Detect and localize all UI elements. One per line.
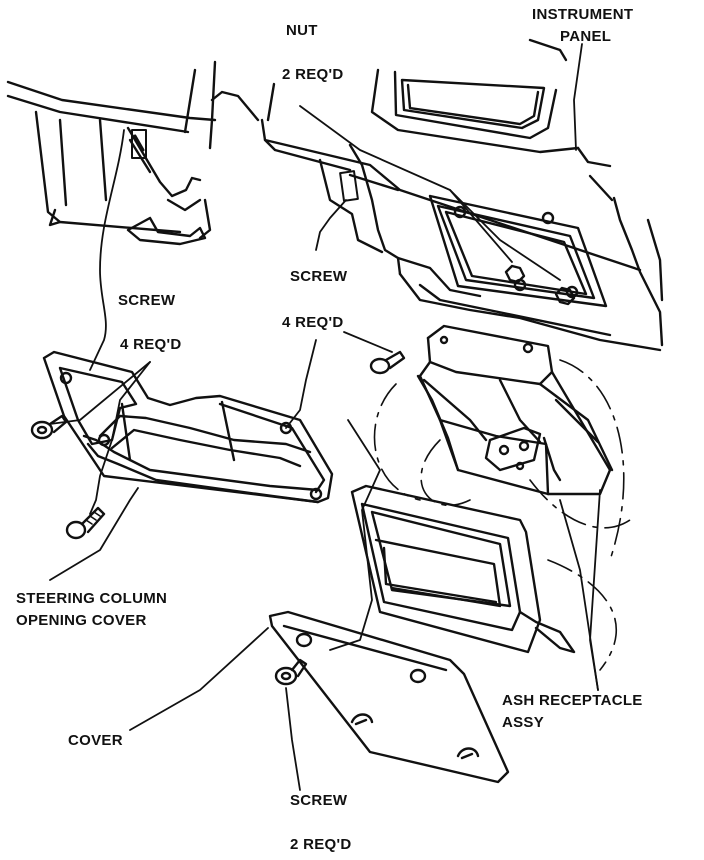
label-nut-req: 2 REQ'D — [282, 66, 344, 83]
fasteners — [30, 264, 576, 686]
label-ash-receptacle-line2: ASSY — [502, 714, 545, 731]
label-screw-bottom-req: 2 REQ'D — [290, 836, 352, 853]
panel-left-section — [6, 60, 217, 246]
nut-2 — [554, 286, 576, 306]
label-screw-left-req: 4 REQ'D — [120, 336, 182, 353]
ash-receptacle-opening — [428, 194, 608, 308]
label-cover: COVER — [68, 732, 123, 749]
label-screw-bottom: SCREW — [290, 792, 348, 809]
label-screw-left: SCREW — [118, 292, 176, 309]
instrument-panel — [210, 38, 664, 352]
screw-left-upper — [30, 414, 68, 440]
label-nut: NUT — [286, 22, 318, 39]
nut-1 — [504, 264, 526, 284]
label-ash-receptacle-line1: ASH RECEPTACLE — [502, 692, 643, 709]
label-screw-mid-req: 4 REQ'D — [282, 314, 344, 331]
label-instrument-panel-line1: INSTRUMENT — [532, 6, 634, 23]
label-steering-cover-line1: STEERING COLUMN — [16, 590, 168, 607]
screw-bottom — [274, 658, 308, 686]
label-instrument-panel-line2: PANEL — [560, 28, 612, 45]
steering-column-opening-cover — [42, 350, 334, 504]
ash-receptacle-assembly — [416, 324, 614, 496]
screw-left-lower — [65, 506, 106, 540]
label-steering-cover-line2: OPENING COVER — [16, 612, 147, 629]
screw-mid — [369, 350, 406, 375]
swing-arc-lines — [373, 359, 631, 671]
label-screw-top: SCREW — [290, 268, 348, 285]
ash-tray — [350, 484, 576, 654]
leader-lines — [49, 43, 601, 791]
